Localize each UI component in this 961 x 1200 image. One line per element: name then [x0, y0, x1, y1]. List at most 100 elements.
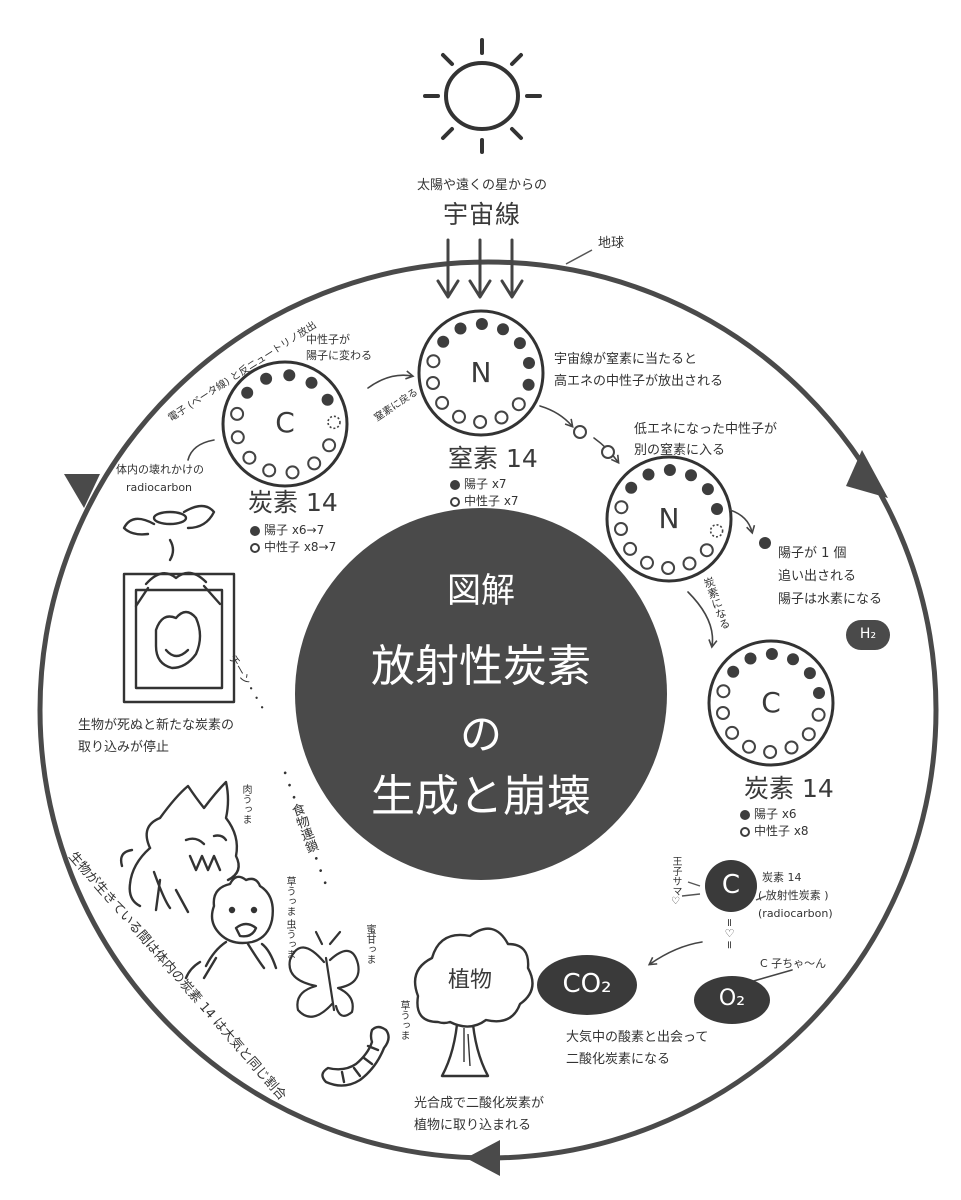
proton-mark [241, 386, 254, 399]
neutron-mark [285, 465, 300, 480]
arrow-carbon-to-nitrogen [367, 370, 415, 389]
nitrogen-top-symbol: N [470, 356, 492, 389]
death-note-2: 取り込みが停止 [78, 740, 170, 755]
o2-molecule [694, 976, 770, 1024]
neutron-mark [784, 740, 799, 755]
radiocarbon-symbol: C [721, 870, 741, 900]
death-note-1: 生物が死ぬと新たな炭素の [78, 718, 235, 733]
proton-out-note-2: 追い出される [778, 569, 857, 584]
neutron-mark [307, 456, 322, 471]
neutron-mark [682, 556, 697, 571]
neutron-mark [801, 727, 816, 742]
neutron-mark [623, 541, 638, 556]
neutron-mark [242, 450, 257, 465]
neutron-mark [811, 707, 826, 722]
neutron-mark [716, 706, 730, 720]
arrow-neutron-release [539, 405, 574, 428]
sun-caption: 太陽や遠くの星からの [416, 178, 547, 193]
neutron-mark [614, 522, 628, 536]
proton-mark [260, 372, 273, 385]
photosynthesis-note-2: 植物に取り込まれる [414, 1118, 532, 1133]
carbon-left-neutrons: 中性子 x8→7 [264, 540, 337, 554]
o2-nickname: C 子ちゃ〜ん [760, 957, 827, 970]
carbon-atom-left [221, 360, 349, 488]
center-disk [295, 508, 667, 880]
carbon-atom-right [707, 639, 835, 767]
center-title-2: 放射性炭素 [371, 641, 591, 692]
neutron-mark [452, 409, 466, 424]
radiocarbon-en: (radiocarbon) [758, 907, 833, 920]
radiocarbon-title: 炭素 14 [762, 871, 802, 884]
neutron-mark [322, 438, 337, 453]
proton-mark [497, 323, 509, 336]
nitrogen-top-note-2: 高エネの中性子が放出される [554, 374, 724, 389]
carbon-right-neutrons: 中性子 x8 [754, 824, 809, 838]
carbon-left-protons: 陽子 x6→7 [264, 523, 325, 537]
neutron-mark [262, 463, 277, 478]
neutron-mark [426, 354, 441, 369]
proton-mark [727, 665, 740, 678]
nitrogen-right-symbol: N [658, 502, 680, 535]
neutron-mark [716, 684, 731, 699]
proton-dot-icon [450, 479, 460, 490]
vacancy-mark [327, 415, 341, 430]
neutron-move-note-1: 低エネになった中性子が [634, 422, 778, 437]
proton-mark [813, 687, 825, 699]
carbon-left-legend: 陽子 x6→7 中性子 x8→7 [250, 522, 336, 556]
neutron-mark [763, 745, 778, 759]
grass-bug-label: 草うっま 虫うっま [284, 876, 295, 960]
leader-o2-nickname [749, 969, 793, 983]
proton-mark [803, 667, 816, 680]
vacancy-mark [709, 523, 724, 538]
grass-worm-label: 草うっま [398, 1000, 409, 1040]
proton-mark [765, 648, 778, 660]
proton-mark [523, 357, 535, 369]
proton-dot-icon [740, 809, 750, 820]
plant-label: 植物 [447, 968, 492, 993]
arrow-nitrogen-to-carbon [687, 591, 718, 649]
oxygen-meet-note-1: 大気中の酸素と出会って [566, 1030, 709, 1045]
ring-arrow-right [846, 450, 888, 498]
proton-mark [685, 469, 697, 482]
tree-icon [413, 927, 534, 1078]
neutron-mark [435, 395, 450, 410]
arrow-radiocarbon-to-co2 [647, 941, 703, 966]
neutron-dot-icon [450, 496, 460, 507]
ring-arrow-left [64, 474, 100, 508]
proton-mark [642, 468, 655, 481]
ejected-proton [759, 537, 771, 549]
center-title-4: 生成と崩壊 [371, 771, 591, 822]
decay-note-1: 体内の壊れかけの [116, 463, 204, 476]
co2-molecule [537, 955, 637, 1015]
prince-label: 王子サマ♡ [670, 856, 681, 907]
neutron-dot-icon [250, 542, 260, 553]
arrow-proton-out [729, 509, 756, 535]
radiocarbon-atom [705, 860, 757, 912]
neutron-mark [614, 500, 629, 515]
neutron-mark [699, 543, 714, 558]
nitrogen-top-protons: 陽子 x7 [464, 477, 507, 491]
neutron-mark [640, 555, 654, 570]
earth-label: 地球 [598, 236, 625, 251]
nitrogen-atom-right [605, 455, 733, 583]
center-title-3: の [459, 710, 502, 759]
proton-mark [625, 481, 638, 494]
free-neutron-2 [601, 445, 615, 459]
proton-mark [321, 393, 334, 406]
nitrogen-top-legend: 陽子 x7 中性子 x7 [450, 476, 519, 510]
nectar-label: 蜜甘っま [364, 924, 375, 964]
neutron-mark [230, 430, 245, 445]
neutron-mark [426, 376, 440, 390]
proton-out-note-3: 陽子は水素になる [778, 592, 883, 607]
neutron-change-note-2: 陽子に変わる [306, 349, 372, 362]
carbon-left-name: 炭素 14 [248, 488, 338, 517]
h2-label: H₂ [859, 626, 877, 642]
h2-badge-shape [846, 620, 890, 650]
proton-mark [522, 378, 535, 391]
earth-label-leader [565, 249, 593, 265]
proton-mark [454, 322, 467, 335]
nitrogen-top-note-1: 宇宙線が窒素に当たると [554, 352, 698, 367]
center-title-1: 図解 [447, 571, 515, 611]
